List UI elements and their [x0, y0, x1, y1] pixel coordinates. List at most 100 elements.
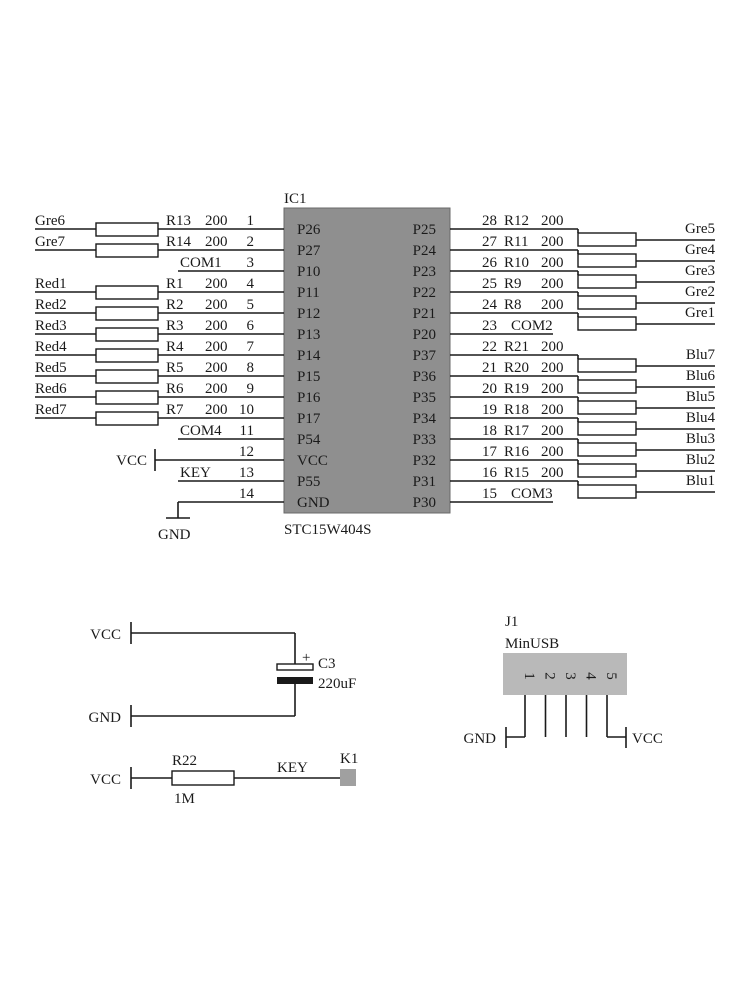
pin-name: P25 [413, 222, 436, 238]
pin-number: 1 [247, 213, 255, 229]
net-label: Gre5 [685, 221, 715, 237]
resistor-value: 200 [541, 423, 564, 439]
resistor-r22 [171, 770, 235, 786]
resistor-value: 200 [205, 381, 228, 397]
pin-number: 24 [482, 297, 498, 313]
capacitor-circuit: VCC GND + C3 220uF [89, 622, 356, 727]
net-label: Blu3 [686, 431, 715, 447]
resistor-ref: R5 [166, 360, 184, 376]
resistor-value: 200 [205, 339, 228, 355]
usb-body [503, 653, 627, 695]
resistor-ref: R9 [504, 276, 522, 292]
pin-number: 10 [239, 402, 254, 418]
pin-name: VCC [297, 453, 328, 469]
pin-number: 7 [247, 339, 255, 355]
pin-name: GND [297, 495, 330, 511]
capacitor-negative-plate [277, 677, 313, 684]
net-label: Blu6 [686, 368, 716, 384]
pin-number: 3 [247, 255, 255, 271]
pin-name: P36 [413, 369, 437, 385]
resistor-ref: R10 [504, 255, 529, 271]
cap-value: 220uF [318, 676, 356, 692]
net-label: Red5 [35, 360, 67, 376]
pin-number: 9 [247, 381, 255, 397]
resistor-value: 200 [541, 465, 564, 481]
pin-name: P21 [413, 306, 436, 322]
pin-name: P12 [297, 306, 320, 322]
net-label: Gre6 [35, 213, 65, 229]
net-label: Red2 [35, 297, 67, 313]
resistor-ref: R3 [166, 318, 184, 334]
pin-number: 20 [482, 381, 497, 397]
cap-gnd-label: GND [89, 710, 122, 726]
usb-pin-number: 4 [583, 672, 599, 680]
resistor-ref: R7 [166, 402, 184, 418]
resistor-ref: R14 [166, 234, 192, 250]
resistor-r1 [95, 285, 159, 300]
usb-ref: J1 [505, 614, 518, 630]
resistor-r18 [577, 421, 637, 436]
resistor-ref: R6 [166, 381, 184, 397]
net-label: COM3 [511, 486, 553, 502]
resistor-r19 [577, 400, 637, 415]
net-label: COM2 [511, 318, 553, 334]
resistor-value: 200 [205, 276, 228, 292]
usb-gnd-label: GND [464, 731, 497, 747]
resistor-r2 [95, 306, 159, 321]
pin-number: 19 [482, 402, 497, 418]
cap-plus-sign: + [302, 650, 310, 666]
resistor-ref: R13 [166, 213, 191, 229]
resistor-value: 200 [541, 234, 564, 250]
pin-number: 6 [247, 318, 255, 334]
pin-name: P17 [297, 411, 321, 427]
net-label: Red4 [35, 339, 67, 355]
pin-name: P32 [413, 453, 436, 469]
pin-name: P37 [413, 348, 437, 364]
pin-number: 11 [240, 423, 254, 439]
pin-name: P11 [297, 285, 320, 301]
resistor-value: 200 [541, 213, 564, 229]
usb-pin-2: 2 [542, 672, 558, 737]
resistor-value: 200 [541, 360, 564, 376]
resistor-r10 [577, 274, 637, 289]
usb-pin-3: 3 [562, 672, 578, 737]
key-res-value: 1M [174, 791, 195, 807]
resistor-r5 [95, 369, 159, 384]
resistor-ref: R11 [504, 234, 528, 250]
net-label: Red6 [35, 381, 67, 397]
usb-pin-4: 4 [583, 672, 599, 737]
net-label: KEY [180, 465, 211, 481]
usb-pin-number: 3 [562, 672, 578, 680]
resistor-r21 [577, 358, 637, 373]
resistor-ref: R1 [166, 276, 184, 292]
switch-ref: K1 [340, 751, 358, 767]
resistor-r6 [95, 390, 159, 405]
pin-name: P35 [413, 390, 436, 406]
pin-name: P26 [297, 222, 321, 238]
pin-name: P55 [297, 474, 320, 490]
pin-name: P34 [413, 411, 437, 427]
pin-number: 4 [247, 276, 255, 292]
resistor-value: 200 [205, 234, 228, 250]
switch-k1 [340, 769, 356, 786]
pin-name: P31 [413, 474, 436, 490]
resistor-r17 [577, 442, 637, 457]
resistor-ref: R12 [504, 213, 529, 229]
